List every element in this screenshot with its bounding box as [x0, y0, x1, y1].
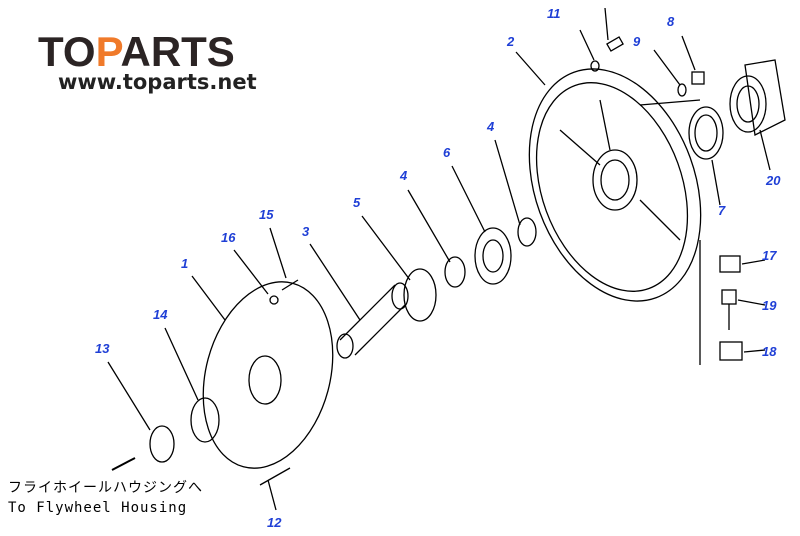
callout-15: 15 [259, 207, 274, 222]
callout-13: 13 [95, 341, 110, 356]
callout-4: 4 [400, 168, 408, 183]
callout-4: 4 [487, 119, 495, 134]
callout-12: 12 [267, 515, 282, 530]
callout-7: 7 [718, 203, 726, 218]
callout-20: 20 [766, 173, 781, 188]
seal-7 [688, 106, 724, 160]
toparts-logo: TOPARTS [38, 28, 235, 70]
callout-3: 3 [302, 224, 310, 239]
pin-12 [259, 467, 291, 486]
callout-5: 5 [353, 195, 361, 210]
fitting-18 [719, 341, 743, 361]
callout-16: 16 [221, 230, 236, 245]
callout-18: 18 [762, 344, 777, 359]
ring-13 [149, 425, 175, 463]
callout-14: 14 [153, 307, 168, 322]
note-english: To Flywheel Housing [8, 500, 188, 516]
website-url: www.toparts.net [58, 70, 257, 94]
shaft-3 [336, 282, 409, 359]
callout-2: 2 [507, 34, 515, 49]
callout-19: 19 [762, 298, 777, 313]
callout-6: 6 [443, 145, 451, 160]
note-japanese: フライホイールハウジングへ [8, 480, 203, 496]
fitting-17 [719, 255, 741, 273]
callout-1: 1 [181, 256, 189, 271]
bearing-6 [474, 227, 512, 285]
flange-part-20 [729, 59, 786, 136]
callout-17: 17 [762, 248, 777, 263]
pump-housing [528, 68, 702, 302]
callout-9: 9 [633, 34, 641, 49]
svg-text:TOPARTS: TOPARTS [38, 28, 235, 70]
bolt-11 [606, 36, 624, 52]
part-14 [190, 397, 220, 443]
callout-11: 11 [547, 6, 561, 21]
callout-8: 8 [667, 14, 675, 29]
